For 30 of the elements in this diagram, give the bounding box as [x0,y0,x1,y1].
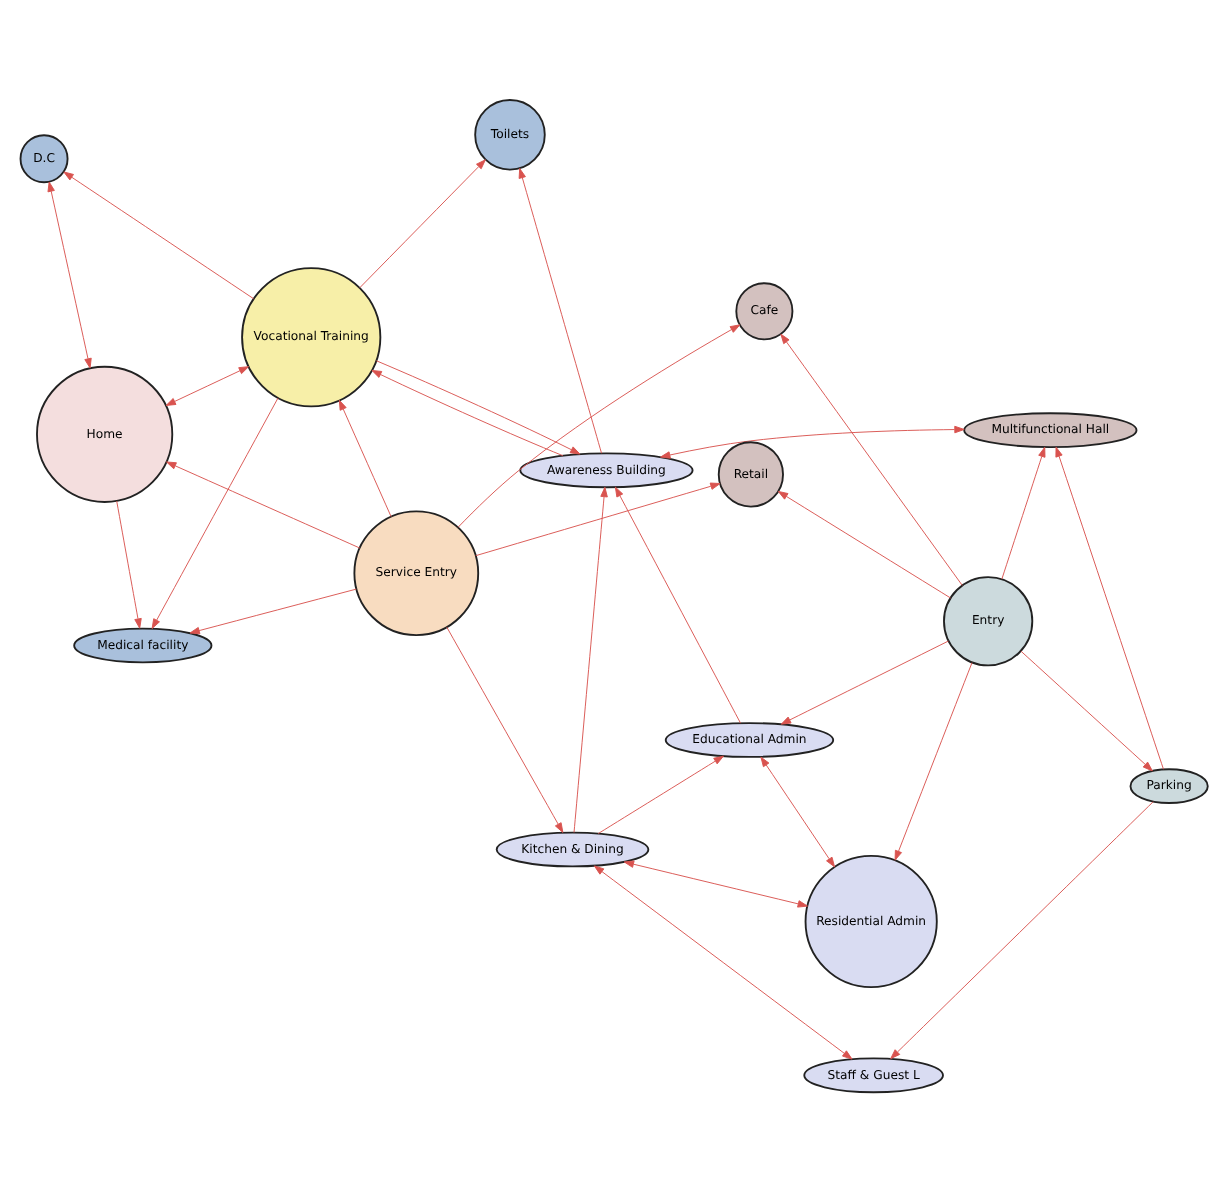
arrow [1001,446,1046,580]
arrow [573,486,608,833]
arrow [475,482,721,557]
arrow [116,500,142,629]
arrow [760,756,835,868]
arrow [593,865,853,1060]
arrow [1020,650,1153,772]
arrow [614,486,741,724]
arrow [518,168,602,454]
arrow [660,425,965,459]
arrow [47,181,92,369]
arrow [894,662,973,861]
arrow [457,324,741,528]
arrow [375,360,581,455]
arrow [623,860,808,908]
arrow [446,626,564,833]
arrow [189,588,357,635]
arrow [338,399,392,518]
arrow [780,333,963,586]
arrow [151,397,279,629]
arrow [597,755,724,835]
arrow [1055,446,1164,770]
arrow [780,640,949,725]
arrow [371,369,564,457]
arrow [359,159,486,289]
arrow [165,366,250,406]
arrow [63,171,255,300]
arrow [890,801,1154,1060]
arrow [777,490,951,599]
arrow [166,461,361,549]
